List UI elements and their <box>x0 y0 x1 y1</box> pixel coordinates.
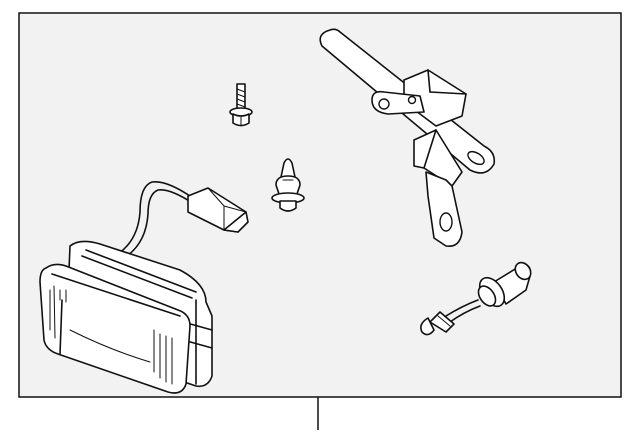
bulb-and-socket[interactable] <box>420 260 534 336</box>
fog-lamp-assembly[interactable] <box>39 180 249 394</box>
mounting-bracket[interactable] <box>319 28 496 248</box>
mounting-bolt[interactable] <box>229 83 253 127</box>
push-clip[interactable] <box>271 158 305 212</box>
